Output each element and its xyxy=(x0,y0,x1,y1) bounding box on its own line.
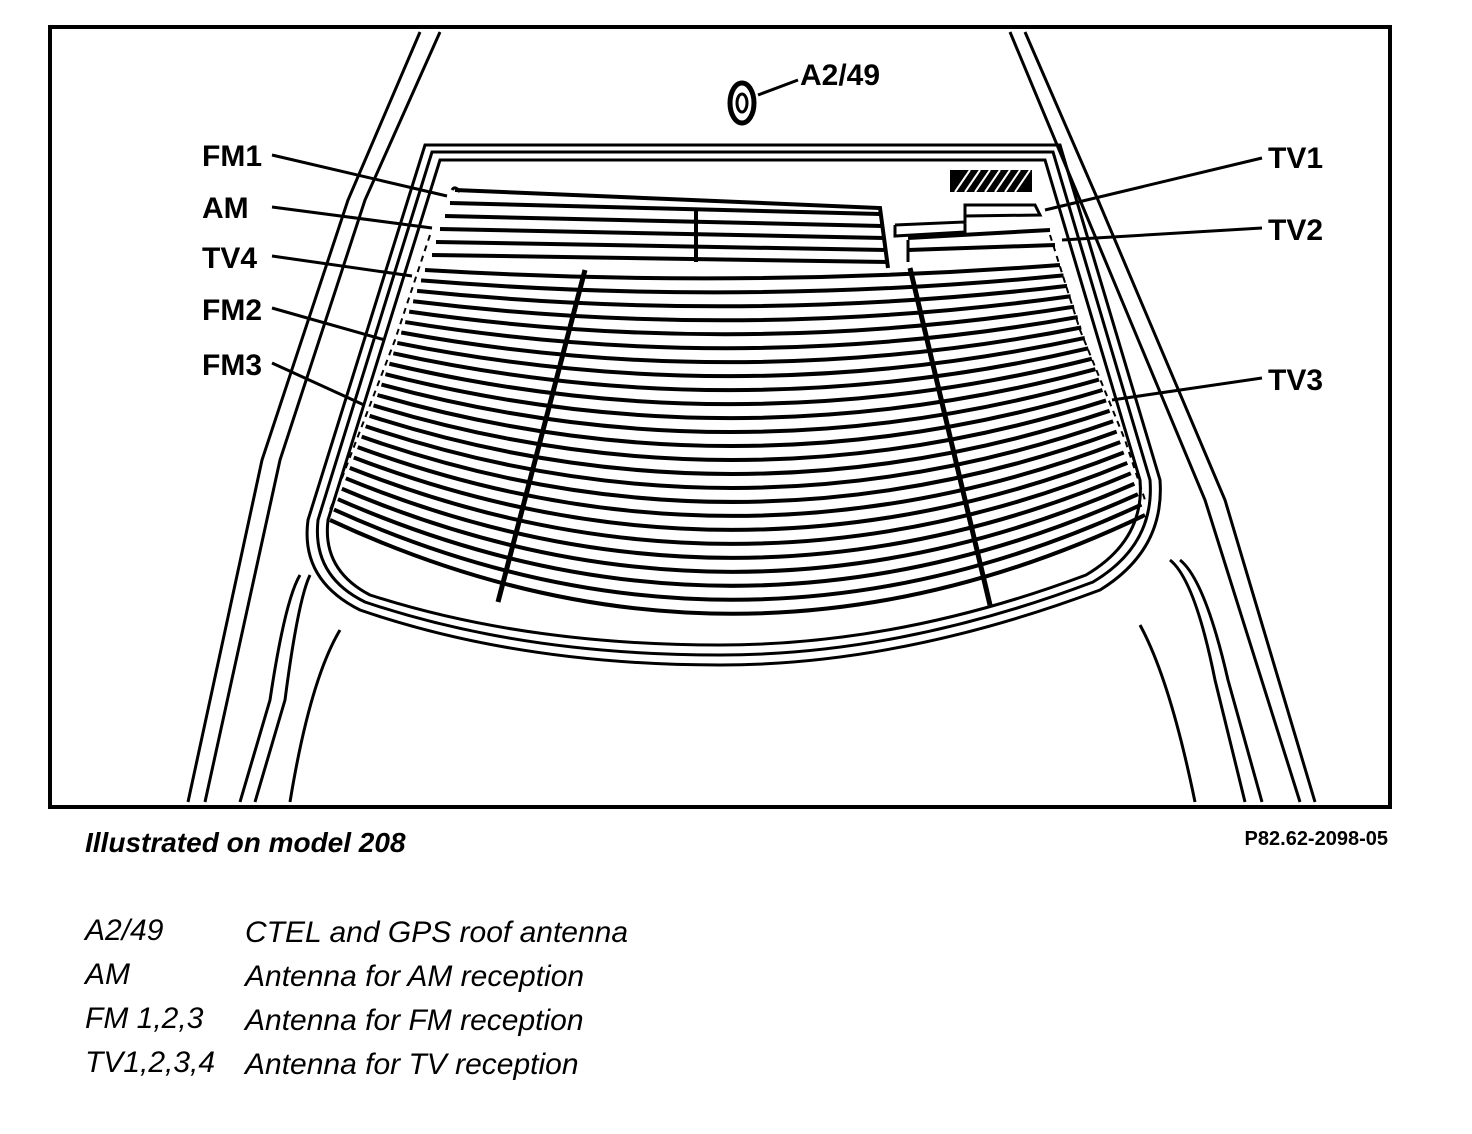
legend-code: AM xyxy=(83,958,130,991)
callout-tv3: TV3 xyxy=(1268,364,1323,397)
heater-grid-line xyxy=(341,481,1136,574)
heater-grid-line xyxy=(388,356,1093,407)
heater-grid-line xyxy=(424,263,1061,281)
grid-busbars xyxy=(495,267,993,606)
heater-grid-line xyxy=(361,429,1118,504)
legend-description: Antenna for AM reception xyxy=(243,960,584,993)
legend-code: A2/49 xyxy=(83,914,164,947)
heater-grid-line xyxy=(372,398,1107,462)
heater-grid-line xyxy=(408,304,1075,337)
heater-grid-line xyxy=(384,367,1096,421)
callout-fm3: FM3 xyxy=(202,349,262,382)
heater-grid-line xyxy=(396,335,1086,379)
heater-grid-line xyxy=(364,419,1114,490)
heater-grid xyxy=(329,263,1146,616)
diagram-frame xyxy=(48,25,1392,809)
roof-antenna-icon xyxy=(727,80,757,126)
heater-grid-line xyxy=(404,315,1079,351)
heater-grid-line xyxy=(333,502,1143,602)
heater-grid-line xyxy=(368,408,1111,476)
heater-grid-line xyxy=(329,513,1146,616)
heater-grid-line xyxy=(345,471,1132,560)
callout-tv4: TV4 xyxy=(202,242,257,275)
heater-grid-line xyxy=(380,377,1100,435)
legend-code: TV1,2,3,4 xyxy=(85,1046,215,1079)
callout-fm1: FM1 xyxy=(202,140,262,173)
heater-grid-line xyxy=(349,461,1129,546)
callout-fm2: FM2 xyxy=(202,294,262,327)
heater-grid-line xyxy=(353,450,1125,532)
heater-grid-line xyxy=(400,325,1082,365)
legend-code: FM 1,2,3 xyxy=(85,1002,204,1035)
heater-grid-line xyxy=(392,346,1089,393)
callout-a2-49: A2/49 xyxy=(800,59,880,92)
figure-caption: Illustrated on model 208 xyxy=(85,827,406,858)
heater-grid-line xyxy=(420,273,1064,295)
legend-description: CTEL and GPS roof antenna xyxy=(245,916,628,949)
car-body-outline xyxy=(186,31,1317,803)
heater-grid-line xyxy=(376,388,1104,448)
hatched-patch xyxy=(950,170,1032,192)
callout-tv2: TV2 xyxy=(1268,214,1323,247)
callout-tv1: TV1 xyxy=(1268,142,1323,175)
callout-am: AM xyxy=(202,192,249,225)
heater-grid-line xyxy=(412,294,1071,323)
leader-lines xyxy=(271,78,1263,407)
legend: A2/49 CTEL and GPS roof antenna AM Anten… xyxy=(83,914,628,1081)
legend-description: Antenna for TV reception xyxy=(243,1048,579,1081)
grid-dashed-edges xyxy=(329,234,1146,511)
rear-window-border xyxy=(305,143,1162,667)
upper-antenna-segment xyxy=(431,186,1056,269)
figure-code: P82.62-2098-05 xyxy=(1245,828,1388,850)
legend-description: Antenna for FM reception xyxy=(243,1004,584,1037)
heater-grid-line xyxy=(337,492,1139,588)
heater-grid-line xyxy=(357,440,1121,518)
heater-grid-line xyxy=(416,283,1068,309)
